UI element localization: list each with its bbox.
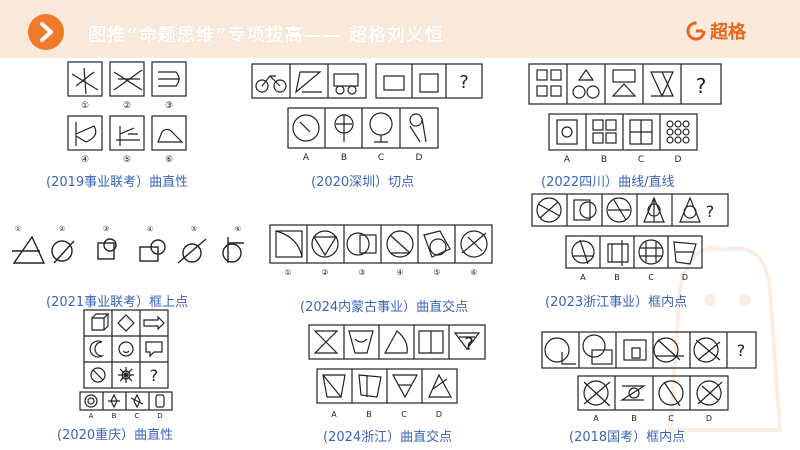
option-c[interactable]: C: [638, 155, 644, 165]
page-title: 图推“命题思维”专项拔高—— 超格刘义恒: [88, 25, 444, 46]
question-mark: ?: [696, 74, 707, 98]
caption: (2024内蒙古事业）曲直交点: [300, 300, 469, 315]
option-a[interactable]: A: [580, 273, 586, 282]
option-b[interactable]: B: [112, 412, 117, 420]
label-4: ④: [147, 225, 153, 233]
header-banner: 图推“命题思维”专项拔高—— 超格刘义恒 超格: [0, 0, 800, 58]
option-a[interactable]: A: [564, 155, 571, 165]
figure-grid: ? A B C D: [541, 331, 757, 423]
label-2: ②: [123, 101, 131, 111]
question-mark: ?: [737, 341, 746, 360]
figure-row: ① ② ③ ④ ⑤ ⑥: [269, 224, 493, 277]
option-c[interactable]: C: [378, 153, 384, 163]
option-b[interactable]: B: [631, 414, 637, 423]
option-a[interactable]: A: [303, 153, 310, 163]
option-b[interactable]: B: [601, 155, 607, 165]
label-6: ⑥: [470, 268, 477, 277]
label-5: ⑤: [191, 225, 197, 233]
option-c[interactable]: C: [401, 410, 407, 419]
option-d[interactable]: D: [436, 410, 442, 419]
brand-name: 超格: [710, 22, 746, 43]
caption: (2022四川）曲线/直线: [541, 175, 675, 190]
label-6: ⑥: [235, 225, 241, 233]
question-mark: ?: [459, 72, 469, 93]
label-1: ①: [15, 225, 21, 233]
option-b[interactable]: B: [614, 273, 620, 282]
option-a[interactable]: A: [593, 414, 599, 423]
label-5: ⑤: [433, 268, 440, 277]
caption: (2023浙江事业）框内点: [545, 295, 688, 310]
caption: (2020深圳）切点: [311, 175, 415, 190]
option-c[interactable]: C: [135, 412, 140, 420]
figure-grid: ① ② ③ ④ ⑤ ⑥: [67, 61, 187, 165]
label-2: ②: [321, 268, 328, 277]
label-3: ③: [165, 101, 173, 111]
label-1: ①: [81, 101, 89, 111]
figure-grid: ? A B C D: [251, 63, 483, 163]
option-d[interactable]: D: [157, 412, 162, 420]
caption: (2020重庆）曲直性: [57, 428, 174, 443]
label-1: ①: [284, 268, 291, 277]
figure-grid: ? A B C D: [531, 193, 729, 282]
option-a[interactable]: A: [331, 410, 337, 419]
option-c[interactable]: C: [648, 273, 654, 282]
label-3: ③: [358, 268, 365, 277]
question-mark: ?: [464, 334, 474, 355]
caption: (2019事业联考）曲直性: [46, 175, 189, 190]
caption: (2018国考）框内点: [569, 430, 686, 445]
label-5: ⑤: [123, 155, 131, 165]
option-d[interactable]: D: [416, 153, 423, 163]
option-d[interactable]: D: [675, 155, 682, 165]
label-4: ④: [81, 155, 89, 165]
next-arrow-icon[interactable]: [28, 14, 64, 50]
caption: (2021事业联考）框上点: [46, 295, 189, 310]
label-4: ④: [396, 268, 403, 277]
option-d[interactable]: D: [682, 273, 688, 282]
option-a[interactable]: A: [89, 412, 94, 420]
option-b[interactable]: B: [366, 410, 372, 419]
label-3: ③: [103, 225, 109, 233]
figure-grid: ? A B C D: [308, 324, 486, 419]
question-mark: ?: [706, 202, 715, 221]
figure-grid: ? A B C D: [528, 63, 722, 165]
label-6: ⑥: [165, 155, 173, 165]
question-mark: ?: [150, 366, 159, 385]
caption: (2024浙江）曲直交点: [323, 430, 453, 445]
brand-g-icon: [686, 21, 706, 41]
option-b[interactable]: B: [341, 153, 347, 163]
figure-grid: ? A B C D: [79, 309, 173, 420]
option-d[interactable]: D: [706, 414, 712, 423]
brand-logo: 超格: [686, 19, 746, 43]
figure-row: ① ② ③ ④ ⑤ ⑥: [12, 225, 244, 264]
label-2: ②: [59, 225, 65, 233]
option-c[interactable]: C: [668, 414, 674, 423]
